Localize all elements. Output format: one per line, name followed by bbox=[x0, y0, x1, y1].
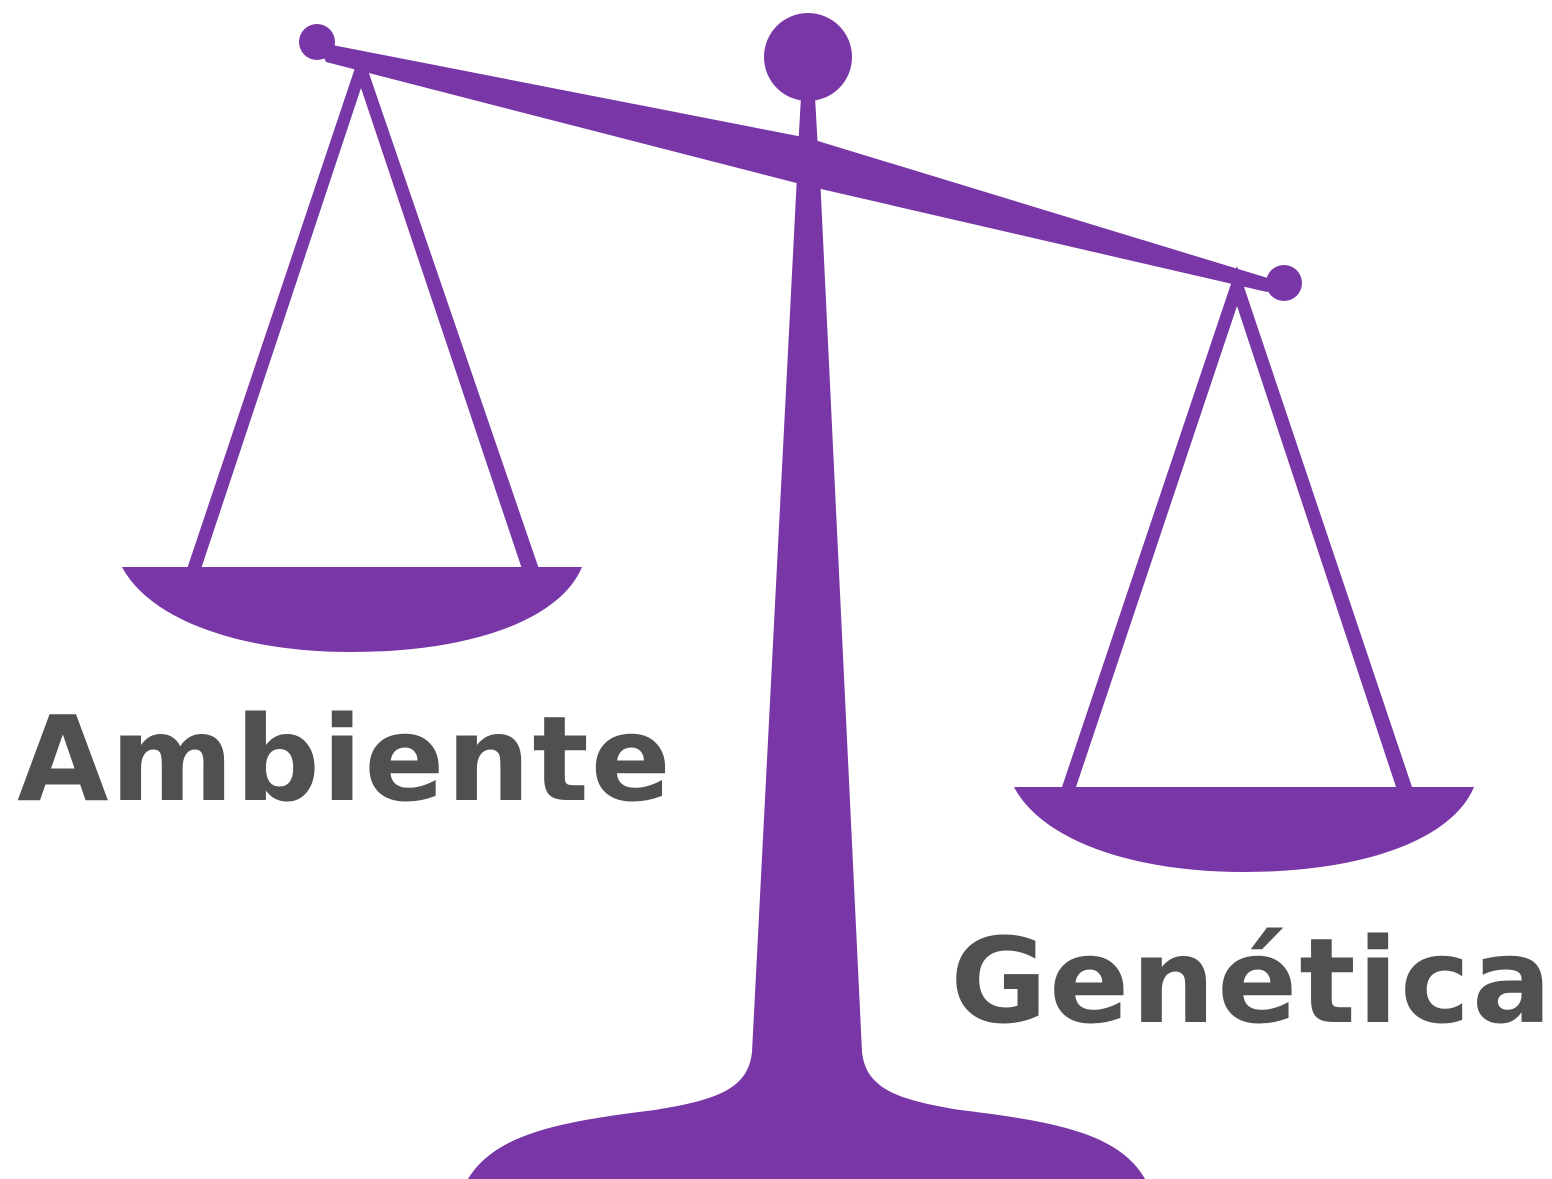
left-pan-chain bbox=[186, 50, 540, 572]
left-pan-label: Ambiente bbox=[17, 690, 673, 828]
right-pan-chain bbox=[1061, 266, 1413, 790]
left-pan bbox=[122, 567, 582, 652]
balance-beam bbox=[317, 42, 1284, 292]
top-knob bbox=[764, 13, 852, 101]
right-beam-end-knob bbox=[1266, 265, 1302, 301]
balance-scale bbox=[122, 13, 1474, 1179]
right-pan bbox=[1014, 787, 1474, 872]
central-column bbox=[468, 176, 1145, 1179]
pillar-neck bbox=[798, 97, 818, 150]
right-pan-label: Genética bbox=[950, 912, 1552, 1050]
left-beam-end-knob bbox=[299, 24, 335, 60]
